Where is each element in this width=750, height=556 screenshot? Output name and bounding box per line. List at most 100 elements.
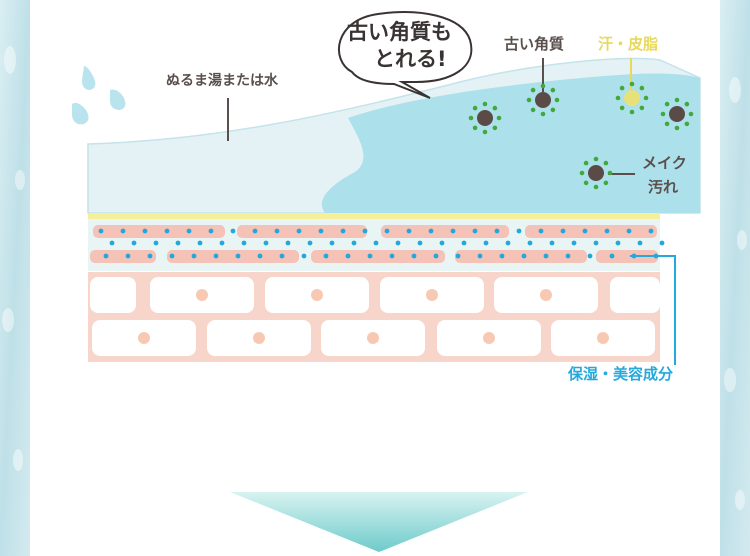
- cell-nucleus: [311, 289, 323, 301]
- left-water-panel: [0, 0, 30, 556]
- ingredient-dot: [329, 240, 335, 246]
- ingredient-dot: [120, 228, 126, 234]
- ingredient-dot: [169, 253, 175, 259]
- ingredient-dot: [571, 240, 577, 246]
- ingredient-dot: [301, 253, 307, 259]
- stratum-cell: [596, 250, 658, 263]
- speech-bubble: [337, 11, 473, 99]
- ingredient-dot: [285, 240, 291, 246]
- ingredient-dot: [648, 228, 654, 234]
- sebum-film: [88, 213, 660, 219]
- stratum-cell: [525, 225, 657, 238]
- ingredient-dot: [582, 228, 588, 234]
- ingredient-dot: [433, 253, 439, 259]
- ingredient-dot: [219, 240, 225, 246]
- cell-nucleus: [483, 332, 495, 344]
- water-label: ぬるま湯または水: [166, 73, 278, 89]
- water-highlight: [321, 73, 700, 214]
- ingredient-dot: [461, 240, 467, 246]
- water-drop-icon: [72, 66, 126, 125]
- ingredient-dot: [472, 228, 478, 234]
- bubble-text-line2: とれる!: [374, 47, 447, 71]
- ingredient-dot: [153, 240, 159, 246]
- stratum-cell: [455, 250, 587, 263]
- ingredient-dot: [345, 253, 351, 259]
- dirt-particle-icon: [660, 97, 694, 131]
- ingredient-dot: [257, 253, 263, 259]
- ingredient-dot: [626, 228, 632, 234]
- ingredient-dot: [549, 240, 555, 246]
- ingredient-dot: [637, 240, 643, 246]
- ingredient-dot: [235, 253, 241, 259]
- ingredient-dot: [274, 228, 280, 234]
- ingredient-dot: [147, 253, 153, 259]
- makeup-label-line1: メイク: [642, 154, 687, 172]
- ingredient-dot: [373, 240, 379, 246]
- ingredient-dot: [527, 240, 533, 246]
- ingredient-dot: [340, 228, 346, 234]
- ingredient-dot: [411, 253, 417, 259]
- ingredient-dot: [659, 240, 665, 246]
- moisture-label: 保湿・美容成分: [568, 365, 674, 383]
- ingredient-dot: [213, 253, 219, 259]
- right-water-panel: [720, 0, 750, 556]
- ingredient-dot: [428, 228, 434, 234]
- ingredient-dot: [125, 253, 131, 259]
- stratum-cell: [90, 250, 156, 263]
- cell-nucleus: [138, 332, 150, 344]
- ingredient-dot: [208, 228, 214, 234]
- ingredient-dot: [164, 228, 170, 234]
- ingredient-dot: [505, 240, 511, 246]
- ingredient-dot: [230, 228, 236, 234]
- ingredient-dot: [615, 240, 621, 246]
- ingredient-dot: [296, 228, 302, 234]
- ingredient-dot: [609, 253, 615, 259]
- stratum-cell: [167, 250, 299, 263]
- ingredient-dot: [384, 228, 390, 234]
- ingredient-dot: [543, 253, 549, 259]
- moisture-ingredient-dots: [98, 228, 665, 259]
- ingredient-dot: [252, 228, 258, 234]
- skin-cell: [90, 277, 136, 313]
- moisture-pointer-line: [630, 255, 676, 365]
- ingredient-dot: [142, 228, 148, 234]
- ingredient-dot: [477, 253, 483, 259]
- ingredient-dot: [499, 253, 505, 259]
- dirt-particle-icon: [579, 156, 613, 190]
- ingredient-dot: [521, 253, 527, 259]
- ingredient-dot: [565, 253, 571, 259]
- ingredient-dot: [417, 240, 423, 246]
- ingredient-dot: [389, 253, 395, 259]
- cell-nucleus: [597, 332, 609, 344]
- makeup-label-line2: 汚れ: [648, 178, 679, 196]
- ingredient-dot: [191, 253, 197, 259]
- ingredient-dot: [494, 228, 500, 234]
- ingredient-dot: [362, 228, 368, 234]
- down-arrow-icon: [230, 492, 528, 552]
- ingredient-dot: [439, 240, 445, 246]
- old-skin-label: 古い角質: [504, 35, 565, 53]
- ingredient-dot: [109, 240, 115, 246]
- ingredient-dot: [186, 228, 192, 234]
- stratum-cell: [237, 225, 367, 238]
- ingredient-dot: [395, 240, 401, 246]
- ingredient-dot: [406, 228, 412, 234]
- stratum-cells-row-1: [93, 225, 657, 238]
- stratum-cells-row-2: [90, 250, 658, 263]
- ingredient-dot: [455, 253, 461, 259]
- ingredient-dot: [604, 228, 610, 234]
- ingredient-dot: [103, 253, 109, 259]
- cell-nucleus: [426, 289, 438, 301]
- ingredient-dot: [587, 253, 593, 259]
- ingredient-dot: [175, 240, 181, 246]
- ingredient-dot: [516, 228, 522, 234]
- ingredient-dot: [560, 228, 566, 234]
- sweat-sebum-label: 汗・皮脂: [598, 35, 659, 53]
- cell-nucleus: [540, 289, 552, 301]
- stratum-cell: [93, 225, 225, 238]
- ingredient-dot: [197, 240, 203, 246]
- cell-nucleus: [253, 332, 265, 344]
- ingredient-dot: [98, 228, 104, 234]
- ingredient-dot: [450, 228, 456, 234]
